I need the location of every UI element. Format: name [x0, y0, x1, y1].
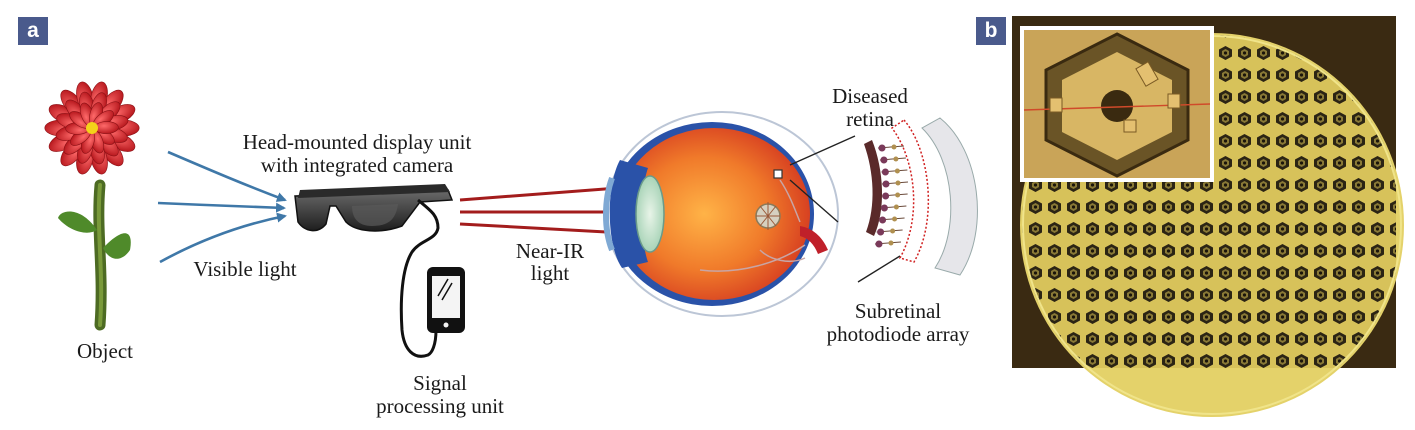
panel-tag-b: b	[976, 17, 1006, 45]
retina-neuron-cell	[880, 156, 888, 164]
visible-light-arrows	[157, 150, 287, 264]
retina-neuron-cell	[877, 228, 885, 236]
smart-glasses-icon	[294, 184, 454, 358]
retina-photoreceptor	[891, 144, 897, 150]
retina-neuron-cell	[875, 240, 883, 248]
flower-icon	[44, 81, 140, 331]
label-visible-light: Visible light	[193, 257, 297, 281]
label-headset-line1: Head-mounted display unit	[242, 130, 472, 154]
panel-tag-a: a	[18, 17, 48, 45]
label-diseased-line2: retina	[846, 107, 894, 131]
retina-neuron-cell	[879, 216, 887, 224]
retina-neuron-cell	[880, 204, 888, 212]
label-signal-line2: processing unit	[376, 394, 504, 418]
retina-neuron-cell	[881, 168, 889, 176]
retina-photoreceptor	[895, 192, 901, 198]
retina-neuron-cell	[882, 180, 890, 188]
retina-photoreceptor	[893, 204, 899, 210]
label-subretinal-line2: photodiode array	[826, 322, 970, 346]
retina-neuron-cell	[878, 144, 886, 152]
photodiode-chip-micrograph	[1012, 16, 1404, 417]
smartphone-icon	[427, 267, 465, 333]
retina-photoreceptor	[894, 168, 900, 174]
retina-photoreceptor	[888, 240, 894, 246]
label-signal-line1: Signal	[413, 371, 467, 395]
retina-photoreceptor	[895, 180, 901, 186]
eye-cross-section-icon	[603, 111, 839, 317]
retina-photoreceptor	[892, 216, 898, 222]
label-object: Object	[77, 339, 133, 363]
label-near-ir-line2: light	[530, 261, 570, 285]
zoom-lines	[789, 135, 901, 283]
retina-neuron-cell	[882, 192, 890, 200]
retina-photoreceptor	[893, 156, 899, 162]
label-near-ir-line1: Near-IR	[515, 239, 585, 263]
label-diseased-line1: Diseased	[832, 84, 908, 108]
retina-cross-section-icon	[864, 117, 978, 276]
retina-photoreceptor	[890, 228, 896, 234]
label-subretinal-line1: Subretinal	[854, 299, 942, 323]
label-headset-line2: with integrated camera	[260, 153, 454, 177]
